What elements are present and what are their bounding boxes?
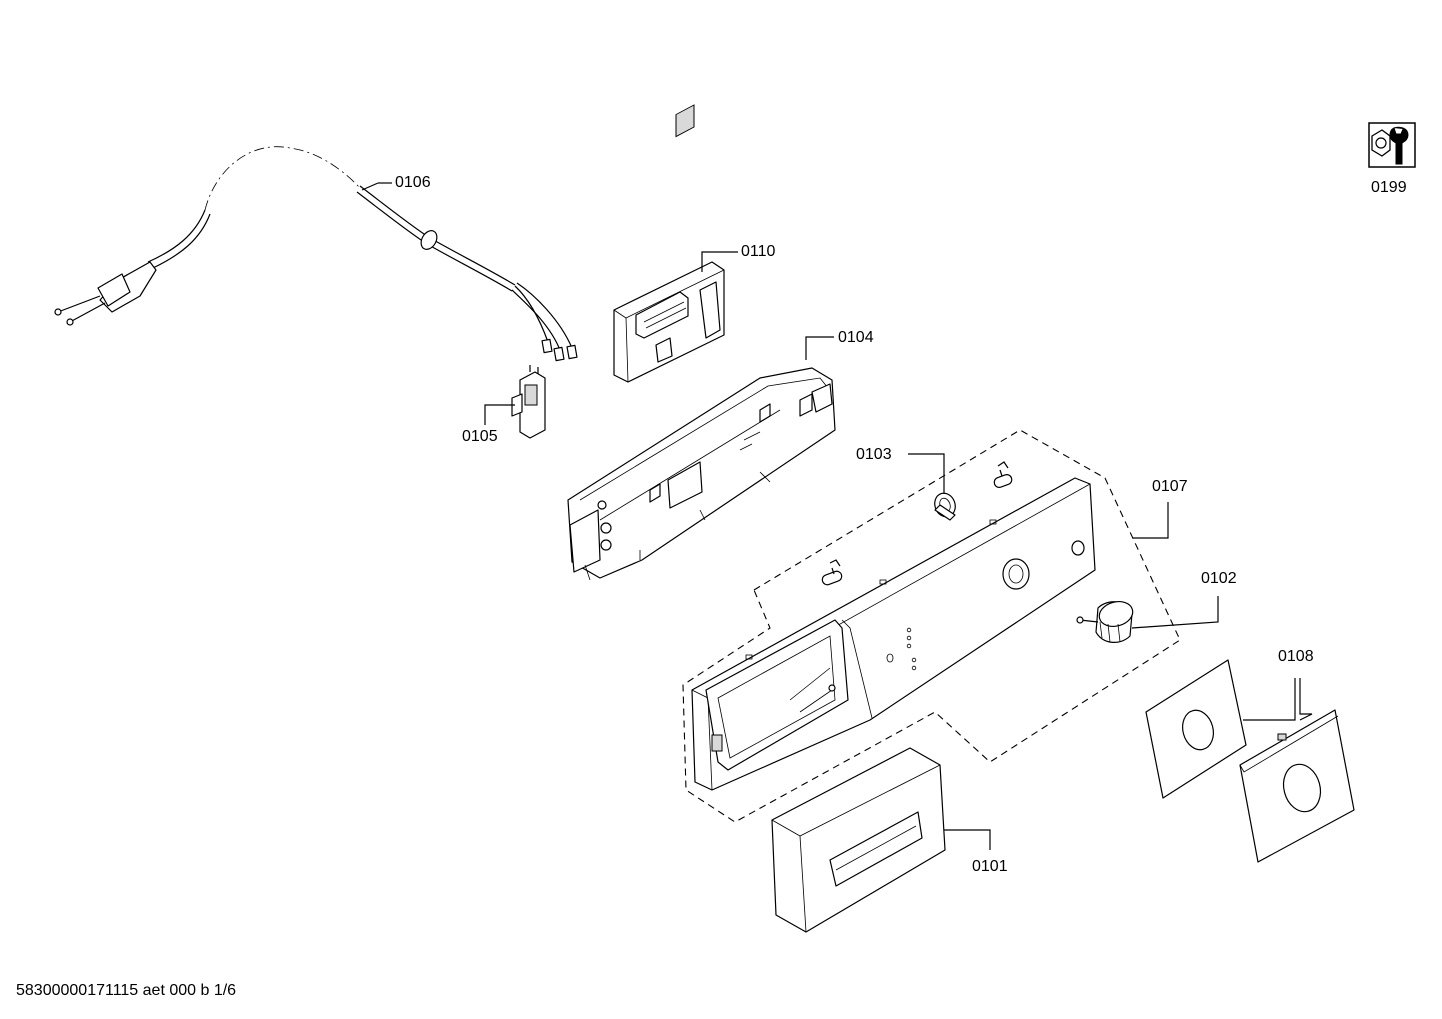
part-label-0199[interactable]: 0199 bbox=[1371, 179, 1407, 196]
leader-0104 bbox=[805, 336, 834, 360]
part-label-0106[interactable]: 0106 bbox=[395, 174, 431, 191]
light-pipe[interactable] bbox=[931, 490, 958, 521]
leader-0108-b bbox=[1299, 678, 1313, 721]
part-label-0102[interactable]: 0102 bbox=[1201, 570, 1237, 587]
power-cord[interactable] bbox=[54, 146, 578, 362]
leader-0105 bbox=[484, 404, 515, 425]
electronic-module[interactable] bbox=[613, 261, 725, 383]
drawer-handle[interactable] bbox=[771, 747, 946, 933]
leader-0106 bbox=[361, 182, 379, 191]
assembly-0107-outline bbox=[682, 429, 1181, 823]
part-label-0105[interactable]: 0105 bbox=[462, 428, 498, 445]
part-label-0110[interactable]: 0110 bbox=[741, 243, 776, 260]
leader-0108-a bbox=[1243, 678, 1296, 721]
cover-plate-left[interactable] bbox=[1145, 659, 1247, 799]
cover-plate-right[interactable] bbox=[1239, 709, 1355, 863]
filter-component[interactable] bbox=[511, 365, 546, 439]
control-module-frame[interactable] bbox=[567, 104, 836, 581]
document-footer: 58300000171115 aet 000 b 1/6 bbox=[16, 982, 237, 999]
leader-0107 bbox=[1133, 502, 1169, 539]
selector-knob[interactable] bbox=[1076, 598, 1136, 643]
part-label-0107[interactable]: 0107 bbox=[1152, 478, 1188, 495]
wrench-nut-icon[interactable] bbox=[1368, 122, 1416, 168]
leader-0103 bbox=[908, 453, 945, 494]
part-label-0104[interactable]: 0104 bbox=[838, 329, 874, 346]
part-label-0108[interactable]: 0108 bbox=[1278, 648, 1314, 665]
control-panel-fascia[interactable] bbox=[691, 477, 1096, 791]
leader-0102 bbox=[1131, 596, 1219, 629]
leader-0101 bbox=[944, 829, 991, 850]
leader-0110 bbox=[701, 251, 738, 272]
push-button-pins bbox=[821, 461, 1013, 586]
part-label-0103[interactable]: 0103 bbox=[856, 446, 892, 463]
part-label-0101[interactable]: 0101 bbox=[972, 858, 1008, 875]
